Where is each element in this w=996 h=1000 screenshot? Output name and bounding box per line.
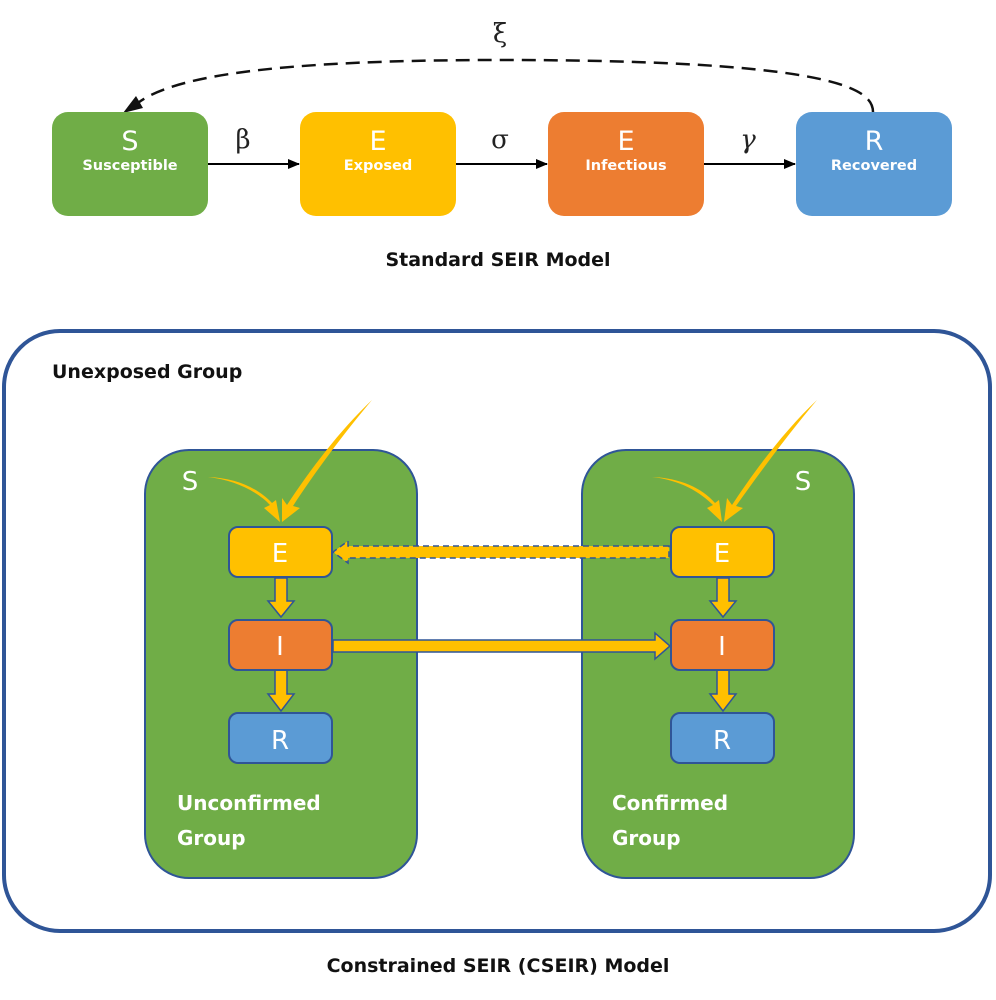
confirmed-node-e: E (670, 526, 775, 578)
svg-text:I: I (718, 632, 726, 662)
standard-seir-model: ξ S Susceptible E Exposed E Infectious R… (52, 19, 952, 271)
node-infectious: E Infectious (548, 112, 704, 216)
incoming-arrow-external-left (282, 400, 372, 522)
xi-symbol: ξ (493, 19, 507, 49)
beta-symbol: β (235, 125, 250, 155)
arrow-i-to-r-left (266, 669, 296, 713)
group-label-line1: Unconfirmed (177, 791, 321, 815)
unconfirmed-node-e: E (228, 526, 333, 578)
constrained-model-caption: Constrained SEIR (CSEIR) Model (327, 955, 670, 977)
unconfirmed-node-r: R (228, 712, 333, 764)
constrained-seir-model: Unexposed Group S Unconfirmed Group S Co… (2, 329, 992, 977)
unexposed-group-label: Unexposed Group (52, 361, 242, 383)
node-letter: R (865, 126, 884, 157)
group-label-line1: Confirmed (612, 791, 728, 815)
incoming-arrow-s-left (208, 477, 280, 522)
cross-link-i-solid (332, 631, 672, 661)
group-label-line2: Group (612, 826, 681, 850)
confirmed-node-r: R (670, 712, 775, 764)
node-label: Susceptible (82, 158, 177, 174)
node-label: Infectious (585, 158, 666, 174)
svg-text:R: R (713, 726, 731, 756)
group-label-line2: Group (177, 826, 246, 850)
cross-link-e-dashed (331, 539, 670, 565)
standard-model-caption: Standard SEIR Model (385, 249, 610, 271)
node-exposed: E Exposed (300, 112, 456, 216)
svg-text:E: E (714, 539, 730, 569)
node-letter: S (121, 126, 138, 157)
node-recovered: R Recovered (796, 112, 952, 216)
svg-text:E: E (272, 539, 288, 569)
arrow-i-to-r-right (708, 669, 738, 713)
incoming-arrow-s-right (652, 477, 722, 522)
svg-text:I: I (276, 632, 284, 662)
arrow-e-to-i-right (708, 577, 738, 619)
s-label: S (795, 467, 812, 497)
confirmed-node-i: I (670, 619, 775, 671)
node-label: Recovered (831, 158, 917, 174)
node-letter: E (369, 126, 386, 157)
svg-text:R: R (271, 726, 289, 756)
node-letter: E (617, 126, 634, 157)
gamma-symbol: γ (740, 125, 756, 155)
incoming-arrow-external-right (724, 400, 817, 522)
node-label: Exposed (344, 158, 412, 174)
feedback-arrowhead (123, 96, 143, 113)
node-susceptible: S Susceptible (52, 112, 208, 216)
arrow-e-to-i-left (266, 577, 296, 619)
unconfirmed-node-i: I (228, 619, 333, 671)
feedback-arrow-xi (131, 58, 875, 113)
s-label: S (182, 467, 199, 497)
sigma-symbol: σ (491, 125, 509, 155)
